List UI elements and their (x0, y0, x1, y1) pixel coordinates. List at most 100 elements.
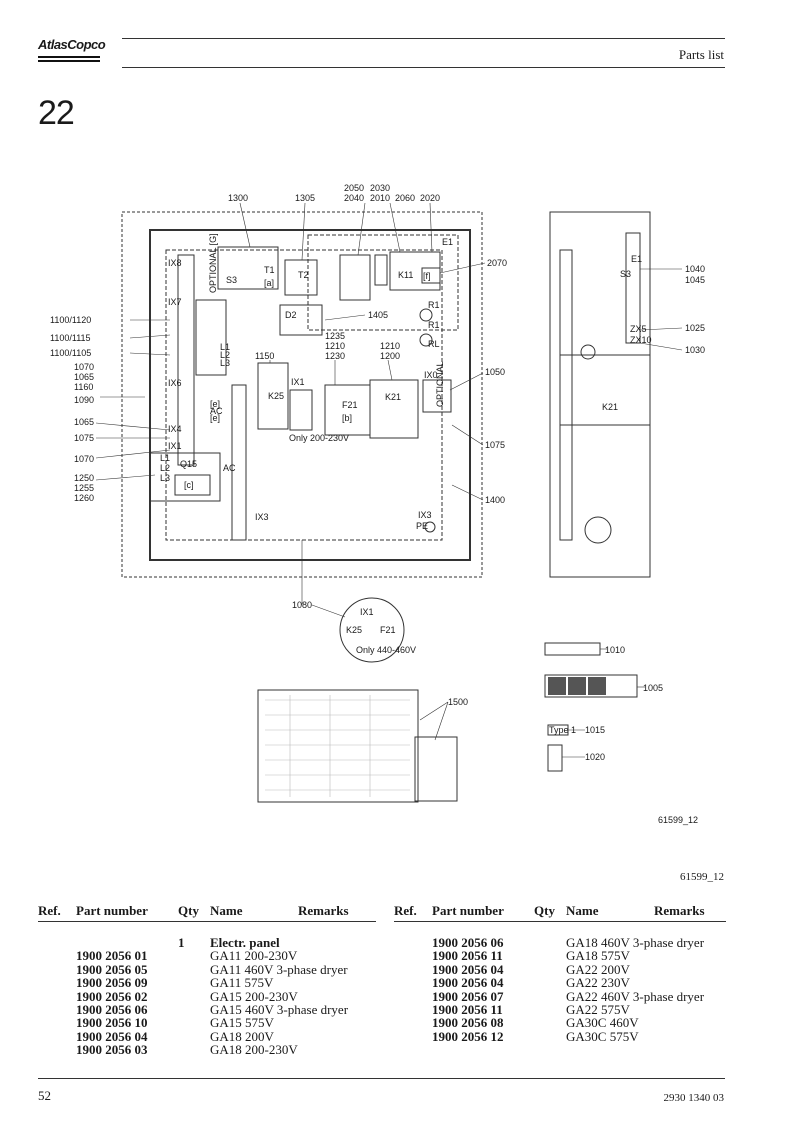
header-ref: Ref. (38, 903, 61, 918)
callout: 1080 (292, 600, 312, 610)
label: IX6 (168, 378, 182, 388)
label: AC (223, 463, 236, 473)
label: IX0 (424, 370, 438, 380)
callout: 61599_12 (658, 815, 698, 825)
callout: 2070 (487, 258, 507, 268)
cell-qty (534, 949, 566, 962)
callout: 1020 (585, 752, 605, 762)
callout: 1255 (74, 483, 94, 493)
callout: 1045 (685, 275, 705, 285)
cell-part-number: 1900 2056 06 (76, 1002, 148, 1018)
label: OPTIONAL [G] (208, 233, 218, 293)
board-d2 (279, 304, 323, 336)
cell-qty (534, 976, 566, 989)
table-row: 1900 2056 06 GA15 460V 3-phase dryer (38, 1002, 376, 1018)
label: S3 (226, 275, 237, 285)
label: [e] (210, 399, 220, 409)
label: [b] (342, 413, 352, 423)
cell-name: GA18 575V (566, 948, 630, 964)
callout: 1200 (380, 351, 400, 361)
label: AC (210, 406, 223, 416)
cell-qty: 1 (178, 935, 185, 950)
callout: 1210 (325, 341, 345, 351)
header-rule-top (122, 38, 725, 39)
callout: 1160 (74, 382, 93, 392)
cell-qty (178, 949, 210, 962)
cell-qty (178, 1043, 210, 1056)
cell-name: GA15 460V 3-phase dryer (210, 1002, 349, 1018)
callout: 1065 (74, 372, 94, 382)
cell-name: GA18 200V (210, 1028, 274, 1044)
document-number: 2930 1340 03 (663, 1092, 725, 1104)
cell-ref (38, 1030, 76, 1043)
transformer-t2 (284, 259, 318, 296)
cell-name: GA22 460V 3-phase dryer (566, 988, 705, 1004)
label: L2 (160, 463, 170, 473)
label: T2 (298, 270, 309, 280)
label: IX1 (360, 607, 374, 617)
header-name: Name (566, 903, 599, 918)
label: [a] (264, 278, 274, 288)
label: K25 (268, 391, 284, 401)
logo-bars (38, 56, 100, 62)
callout: 1100/1115 (50, 333, 91, 343)
cell-name: GA11 575V (210, 975, 274, 991)
callout: 1405 (368, 310, 388, 320)
cell-part-number: 1900 2056 05 (76, 961, 148, 977)
label: L3 (220, 358, 230, 368)
label: [e] (210, 413, 220, 423)
cell-part-number: 1900 2056 10 (76, 1015, 148, 1031)
cell-name: GA18 460V 3-phase dryer (566, 935, 705, 950)
cell-part-number: 1900 2056 09 (76, 975, 148, 991)
cell-qty (534, 936, 566, 949)
callout: 2060 (395, 193, 415, 203)
brand-logo: AtlasCopco (38, 38, 106, 68)
transformer-t1 (217, 246, 279, 290)
page-title: Parts list (678, 47, 724, 62)
label: R1 (428, 300, 440, 310)
callout: 1230 (325, 351, 345, 361)
callout: 1235 (325, 331, 345, 341)
label: K25 (346, 625, 362, 635)
cell-name: Electr. panel (210, 935, 280, 950)
callout: 2050 (344, 183, 364, 193)
switch-q15 (149, 452, 221, 502)
label: IX3 (418, 510, 432, 520)
cell-qty (178, 1003, 210, 1016)
callout: 1070 (74, 362, 94, 372)
header-rule-bottom (122, 67, 725, 68)
cell-name: GA11 460V 3-phase dryer (210, 961, 348, 977)
cell-ref (394, 1030, 432, 1043)
cell-qty (534, 963, 566, 976)
table-row: 1900 2056 04 GA18 200V (38, 1028, 376, 1044)
callout: 1025 (685, 323, 705, 333)
label: F21 (380, 625, 396, 635)
label: ZX5 (630, 324, 647, 334)
label: Q15 (180, 459, 197, 469)
callout: 1090 (74, 395, 94, 405)
cell-part-number: 1900 2056 04 (76, 1028, 148, 1044)
callout: 1250 (74, 473, 94, 483)
cell-ref (394, 990, 432, 1003)
callout: 1305 (295, 193, 315, 203)
cell-ref (38, 1016, 76, 1029)
callout: 1015 (585, 725, 605, 735)
label: PE (416, 521, 428, 531)
decal-1020 (547, 744, 563, 772)
cell-qty (178, 990, 210, 1003)
cell-ref (394, 1016, 432, 1029)
callout: 1065 (74, 417, 94, 427)
cell-name: GA30C 575V (566, 1028, 639, 1044)
label: [f] (423, 271, 431, 281)
detail-1080 (339, 597, 405, 663)
cell-qty (178, 1030, 210, 1043)
cell-part-number: 1900 2056 03 (76, 1042, 148, 1058)
cell-part-number: 1900 2056 02 (76, 988, 148, 1004)
